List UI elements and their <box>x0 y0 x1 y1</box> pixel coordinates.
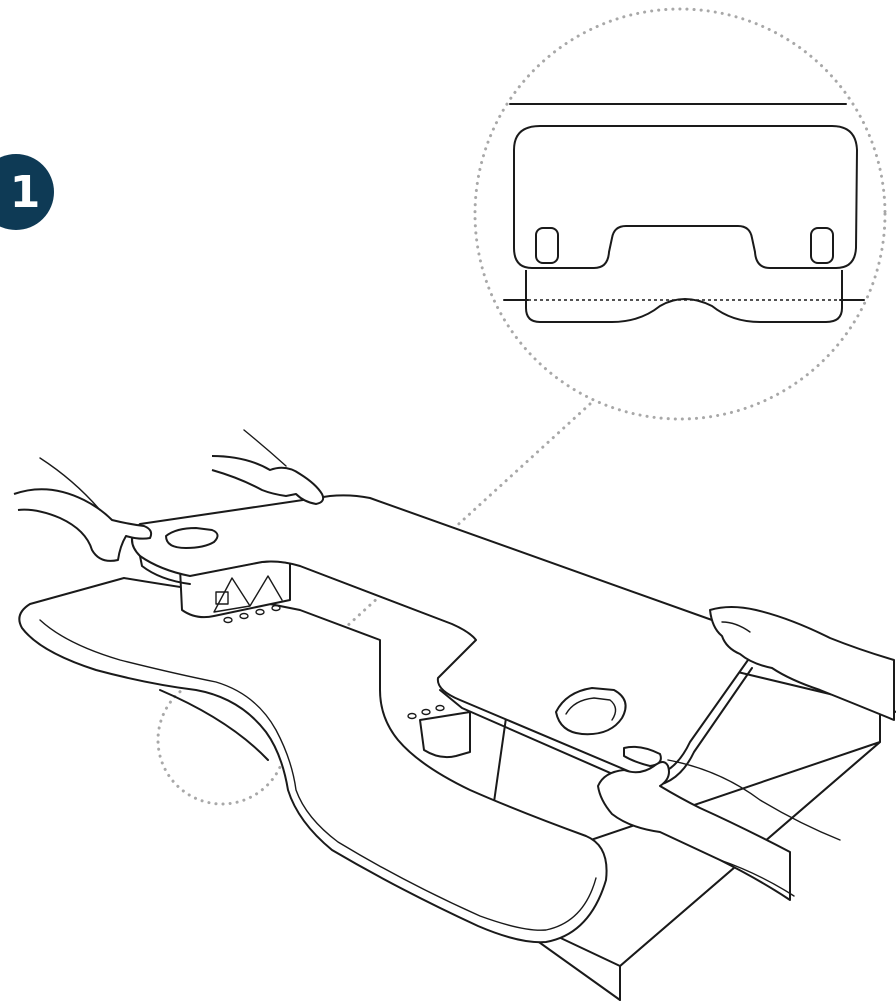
detail-magnifier <box>475 9 885 419</box>
magnified-handle-slot-left <box>536 228 558 263</box>
hand-left-front <box>212 456 323 504</box>
magnified-lower-edge <box>526 270 842 322</box>
hand-left-rear <box>14 489 151 561</box>
platform-handle-left <box>166 528 218 548</box>
magnified-platform-edge <box>514 126 857 268</box>
magnified-handle-slot-right <box>811 228 833 263</box>
